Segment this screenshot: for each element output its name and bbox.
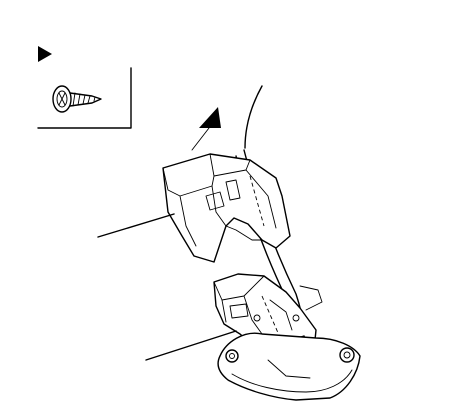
mounting-hole-right <box>339 347 355 363</box>
cable-upper <box>244 85 263 149</box>
inset-panel <box>37 46 132 129</box>
tapping-screw-icon <box>52 85 102 113</box>
leader-line-lower <box>145 330 237 361</box>
triangle-marker-inset <box>38 46 52 62</box>
mounting-hole-left <box>225 349 239 363</box>
marker-pointer <box>191 127 210 151</box>
triangle-marker-main <box>199 107 221 128</box>
striker-base-plate <box>217 285 361 401</box>
leader-line-upper <box>97 213 175 238</box>
actuator-housing <box>162 153 291 263</box>
inset-frame <box>37 67 132 129</box>
